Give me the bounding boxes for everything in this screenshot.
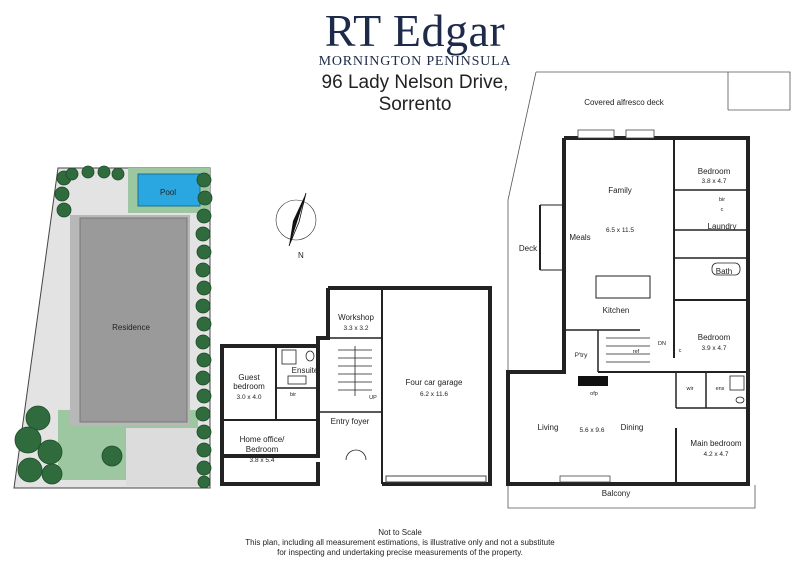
residence-label: Residence [112,323,150,332]
lower-floor-labels: Workshop 3.3 x 3.2 Four car garage 6.2 x… [233,313,463,464]
room-dining: Dining [621,423,644,432]
room-bedroom-2-dim: 3.9 x 4.7 [702,345,727,352]
address-line-2: Sorrento [378,94,452,115]
upper-floor-labels: Covered alfresco deck Family 6.5 x 11.5 … [519,98,742,498]
room-living: Living [538,423,559,432]
room-meals: Meals [569,233,590,242]
room-workshop-dim: 3.3 x 3.2 [344,325,369,332]
room-office: Home office/ [240,435,286,444]
lower-floor-plan [220,286,492,486]
disclaimer-line-1: This plan, including all measurement est… [245,538,555,547]
ensuite-ens: ens [716,386,725,392]
driveway [126,428,198,486]
room-ensuite: Ensuite [292,366,319,375]
pool-label: Pool [160,188,176,197]
room-bedroom-1-dim: 3.8 x 4.7 [702,178,727,185]
room-guest-dim: 3.0 x 4.0 [237,394,262,401]
room-entry: Entry foyer [331,417,370,426]
upper-c-2: c [679,348,682,354]
room-kitchen: Kitchen [603,306,630,315]
room-garage: Four car garage [406,378,463,387]
disclaimer: Not to Scale This plan, including all me… [0,528,800,558]
room-main-bedroom-dim: 4.2 x 4.7 [704,451,729,458]
room-garage-dim: 6.2 x 11.6 [420,391,448,398]
deck-label: Deck [519,244,538,253]
room-guest: Guest [238,373,260,382]
upper-floor-plan [506,71,791,509]
compass: N [275,192,317,260]
room-guest-2: bedroom [233,382,265,391]
tree-line [14,165,213,489]
scale-note: Not to Scale [378,528,422,537]
upper-c-1: c [721,207,724,213]
fireplace-ofp: ofp [590,391,598,397]
room-family-dim: 6.5 x 11.5 [606,227,634,234]
room-living-dim: 5.6 x 9.6 [580,427,605,434]
stair-up: UP [369,395,377,401]
room-main-bedroom: Main bedroom [690,439,741,448]
room-pantry: P'try [575,352,589,359]
room-workshop: Workshop [338,313,374,322]
brand-region: MORNINGTON PENINSULA [318,54,512,69]
room-laundry: Laundry [708,222,737,231]
compass-north: N [298,251,304,260]
walk-in-robe: wir [685,386,693,392]
stair-dn: DN [658,341,666,347]
alfresco-label: Covered alfresco deck [584,98,665,107]
room-family: Family [608,186,632,195]
brand-logo: RT Edgar [324,5,506,56]
room-bath: Bath [716,267,732,276]
pool-shape [137,173,201,207]
room-office-dim: 3.8 x 5.4 [250,457,275,464]
lower-bir: bir [290,392,296,398]
fridge-ref: ref [633,349,640,355]
residence-shape [79,217,188,423]
disclaimer-line-2: for inspecting and undertaking precise m… [277,548,523,557]
room-office-2: Bedroom [246,445,279,454]
room-bedroom-1: Bedroom [698,167,731,176]
upper-bir: bir [719,197,725,203]
site-plan: Pool Residence [13,165,213,489]
address-line-1: 96 Lady Nelson Drive, [321,72,509,93]
balcony-label: Balcony [602,489,630,498]
room-bedroom-2: Bedroom [698,333,731,342]
